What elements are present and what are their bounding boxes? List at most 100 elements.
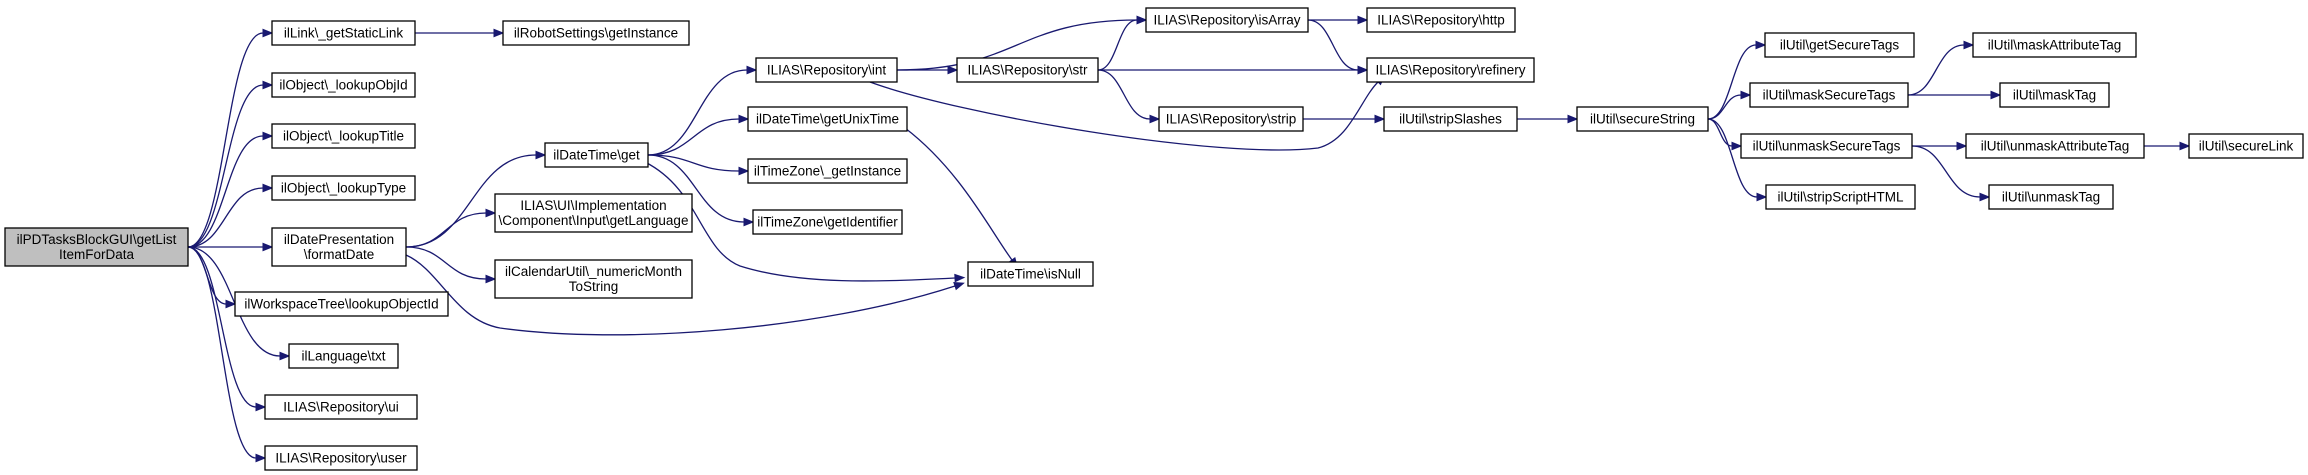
node-box xyxy=(1749,82,1909,108)
node-unmask-attribute-tag[interactable]: ilUtil\unmaskAttributeTag xyxy=(1965,133,2145,159)
node-repo-is-array[interactable]: ILIAS\Repository\isArray xyxy=(1145,7,1309,33)
node-repo-user[interactable]: ILIAS\Repository\user xyxy=(264,445,418,471)
node-box xyxy=(1366,57,1535,83)
node-repo-str[interactable]: ILIAS\Repository\str xyxy=(956,57,1099,83)
node-mask-tag[interactable]: ilUtil\maskTag xyxy=(1999,82,2110,108)
node-repo-strip[interactable]: ILIAS\Repository\strip xyxy=(1158,106,1304,132)
edge-line xyxy=(647,118,740,156)
node-label: ilLanguage\txt xyxy=(301,349,385,364)
edge-line xyxy=(187,32,264,248)
node-label: ilPDTasksBlockGUI\getList xyxy=(17,232,177,247)
node-box xyxy=(271,72,416,98)
node-secure-string[interactable]: ilUtil\secureString xyxy=(1576,106,1709,132)
edge-root-to-format-date xyxy=(188,242,274,252)
arrowhead xyxy=(279,351,291,361)
node-label: ilObject\_lookupObjId xyxy=(279,78,407,93)
node-repo-refinery[interactable]: ILIAS\Repository\refinery xyxy=(1366,57,1535,83)
edge-secure-string-to-mask-secure-tags xyxy=(1707,90,1752,120)
node-format-date[interactable]: ilDatePresentation\formatDate xyxy=(271,227,407,267)
edge-line xyxy=(187,135,264,248)
node-mask-secure-tags[interactable]: ilUtil\maskSecureTags xyxy=(1749,82,1909,108)
node-label: \formatDate xyxy=(304,247,375,262)
node-box xyxy=(747,158,908,184)
arrowhead xyxy=(535,150,547,160)
node-date-time-get[interactable]: ilDateTime\get xyxy=(544,142,649,168)
arrowhead xyxy=(262,242,274,252)
edge-repo-str-to-repo-is-array xyxy=(1097,15,1148,71)
node-repo-http[interactable]: ILIAS\Repository\http xyxy=(1366,7,1516,33)
edge-get-unix-time-to-is-null xyxy=(904,127,1019,269)
node-unmask-tag[interactable]: ilUtil\unmaskTag xyxy=(1988,184,2114,210)
arrowhead xyxy=(485,208,497,218)
arrowhead xyxy=(1990,90,2002,100)
node-secure-link[interactable]: ilUtil\secureLink xyxy=(2188,133,2304,159)
node-strip-slashes[interactable]: ilUtil\stripSlashes xyxy=(1383,106,1518,132)
node-box xyxy=(755,57,898,83)
node-tz-get-identifier[interactable]: ilTimeZone\getIdentifier xyxy=(752,209,903,235)
node-label: ILIAS\Repository\int xyxy=(767,63,887,78)
edge-repo-int-to-repo-refinery xyxy=(869,74,1386,151)
arrowhead xyxy=(255,402,267,412)
arrowhead xyxy=(1979,192,1991,202)
node-label: ilDateTime\getUnixTime xyxy=(756,112,899,127)
node-tz-get-instance[interactable]: ilTimeZone\_getInstance xyxy=(747,158,908,184)
arrowhead xyxy=(953,282,965,291)
node-box xyxy=(2188,133,2304,159)
node-repo-ui[interactable]: ILIAS\Repository\ui xyxy=(264,394,418,420)
node-lookup-type[interactable]: ilObject\_lookupType xyxy=(271,175,416,201)
edge-line xyxy=(187,84,264,248)
edge-repo-str-to-repo-refinery xyxy=(1098,65,1369,75)
edge-mask-secure-tags-to-mask-tag xyxy=(1908,90,2002,100)
edge-line xyxy=(904,127,1013,261)
edge-line xyxy=(187,246,257,408)
node-mask-attribute-tag[interactable]: ilUtil\maskAttributeTag xyxy=(1972,32,2137,58)
node-txt[interactable]: ilLanguage\txt xyxy=(288,343,399,369)
node-box xyxy=(288,343,399,369)
node-label: ilUtil\unmaskTag xyxy=(2002,190,2100,205)
node-get-language[interactable]: ILIAS\UI\Implementation\Component\Input\… xyxy=(494,193,693,233)
node-box xyxy=(4,227,189,267)
arrowhead xyxy=(1756,192,1768,202)
node-robot-get-instance[interactable]: ilRobotSettings\getInstance xyxy=(502,20,690,46)
arrowhead xyxy=(262,131,274,141)
node-strip-script-html[interactable]: ilUtil\stripScriptHTML xyxy=(1765,184,1916,210)
node-lookup-title[interactable]: ilObject\_lookupTitle xyxy=(271,123,416,149)
node-label: ILIAS\UI\Implementation xyxy=(520,198,666,213)
edge-line xyxy=(1097,69,1151,120)
edge-line xyxy=(1907,44,1965,96)
edge-root-to-lookup-title xyxy=(187,131,274,248)
arrowhead xyxy=(2179,141,2191,151)
node-box xyxy=(271,123,416,149)
edge-repo-is-array-to-repo-refinery xyxy=(1307,19,1369,75)
node-lookup-obj-id[interactable]: ilObject\_lookupObjId xyxy=(271,72,416,98)
node-box xyxy=(1158,106,1304,132)
node-box xyxy=(967,261,1094,287)
node-repo-int[interactable]: ILIAS\Repository\int xyxy=(755,57,898,83)
edge-date-time-get-to-repo-int xyxy=(647,65,758,156)
edge-unmask-attribute-tag-to-secure-link xyxy=(2144,141,2191,151)
edge-line xyxy=(405,246,487,280)
edge-repo-strip-to-strip-slashes xyxy=(1303,114,1386,124)
edge-strip-slashes-to-secure-string xyxy=(1516,114,1579,124)
node-get-unix-time[interactable]: ilDateTime\getUnixTime xyxy=(747,106,908,132)
node-unmask-secure-tags[interactable]: ilUtil\unmaskSecureTags xyxy=(1740,133,1913,159)
node-box xyxy=(1972,32,2137,58)
node-label: ilRobotSettings\getInstance xyxy=(514,26,678,41)
node-box xyxy=(494,259,693,299)
node-is-null[interactable]: ilDateTime\isNull xyxy=(967,261,1094,287)
arrowhead xyxy=(1731,141,1743,151)
node-label: \Component\Input\getLanguage xyxy=(499,213,689,228)
node-get-static-link[interactable]: ilLink\_getStaticLink xyxy=(271,20,416,46)
node-lookup-object-id[interactable]: ilWorkspaceTree\lookupObjectId xyxy=(234,291,449,317)
node-box xyxy=(544,142,649,168)
edge-unmask-secure-tags-to-unmask-attribute-tag xyxy=(1912,141,1968,151)
node-get-secure-tags[interactable]: ilUtil\getSecureTags xyxy=(1764,32,1915,58)
node-box xyxy=(271,175,416,201)
arrowhead xyxy=(738,166,750,176)
node-box xyxy=(1988,184,2114,210)
arrowhead xyxy=(954,273,966,283)
edge-get-static-link-to-robot-get-instance xyxy=(415,28,505,38)
edge-date-time-get-to-get-unix-time xyxy=(647,114,750,156)
